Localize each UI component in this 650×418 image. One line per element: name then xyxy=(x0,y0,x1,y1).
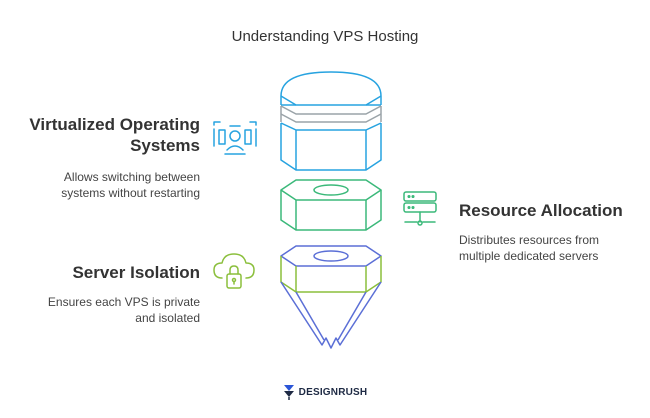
cloud-lock-icon xyxy=(213,253,255,289)
diagram-title: Understanding VPS Hosting xyxy=(231,28,419,45)
designrush-logo: DESIGNRUSH xyxy=(0,384,650,400)
server-isolation-description: Ensures each VPS is private and isolated xyxy=(47,295,200,325)
designrush-logo-text: DESIGNRUSH xyxy=(298,386,368,398)
virtualized-os-heading: Virtualized Operating Systems xyxy=(29,115,200,155)
server-isolation-heading: Server Isolation xyxy=(72,263,200,282)
vps-pencil-illustration xyxy=(280,71,382,349)
virtualized-os-description: Allows switching between systems without… xyxy=(61,170,200,200)
pencil-eraser-cap xyxy=(280,71,382,106)
resource-allocation-description: Distributes resources from multiple dedi… xyxy=(459,233,600,263)
designrush-logo-icon xyxy=(283,385,294,400)
section-virtualized-os: Virtualized Operating Systems Allows swi… xyxy=(20,114,200,201)
resource-allocation-heading: Resource Allocation xyxy=(459,201,623,220)
pencil-body-blue xyxy=(280,122,382,171)
virtual-os-icon xyxy=(213,121,257,155)
server-rack-icon xyxy=(403,191,437,226)
pencil-tip xyxy=(280,281,382,349)
pencil-body-lime xyxy=(280,245,382,293)
section-resource-allocation: Resource Allocation Distributes resource… xyxy=(459,200,644,264)
section-server-isolation: Server Isolation Ensures each VPS is pri… xyxy=(20,262,200,326)
pencil-body-green xyxy=(280,179,382,231)
pencil-ferrule-bands xyxy=(280,105,382,123)
